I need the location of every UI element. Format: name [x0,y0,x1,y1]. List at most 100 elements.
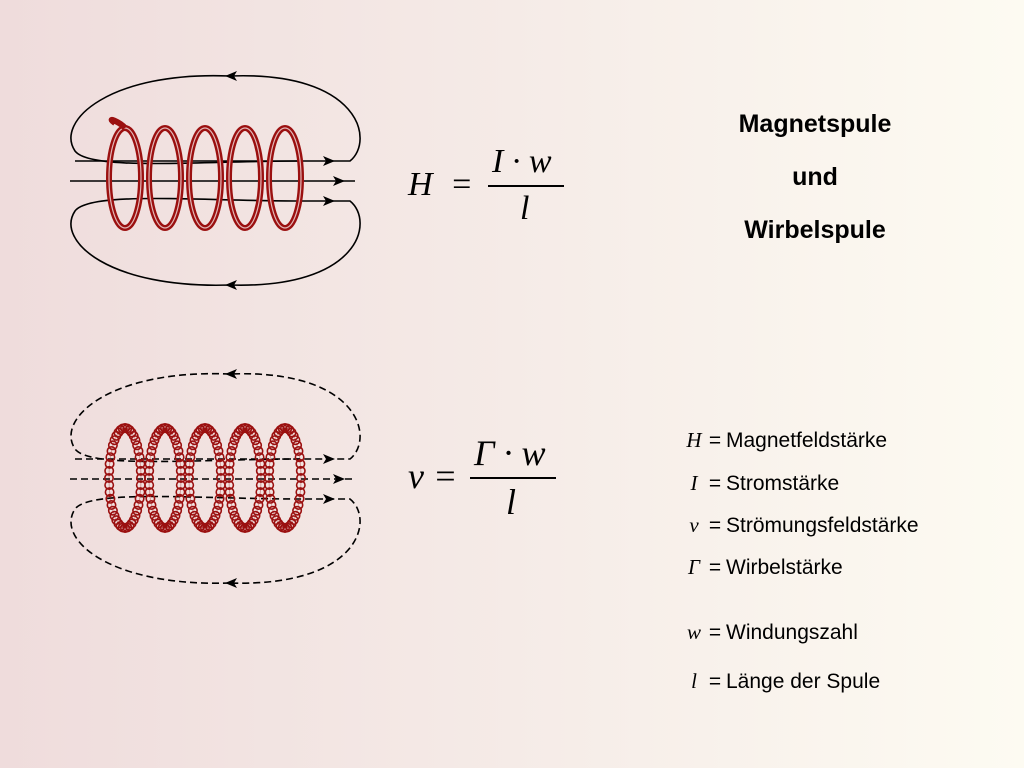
vortex-curl [224,480,235,491]
vortex-curl [175,487,186,498]
vortex-curl [293,499,304,510]
vortex-curl [147,505,158,516]
vortex-curl [107,440,118,451]
coil-winding-highlight [148,127,182,229]
field-line [70,74,361,165]
vortex-curl [189,510,200,521]
vortex-curl [105,452,116,463]
vortex-curl [290,435,301,446]
vortex-curl [254,493,265,504]
coil-winding-highlight [228,127,262,229]
title-line-1: Magnetspule [738,110,892,138]
legend-item: Γ=Wirbelstärke [688,555,843,579]
arrow-left-icon [225,369,237,379]
arrow-right-icon [323,196,335,206]
vortex-curl [265,452,276,463]
formula-vortex-denominator: l [506,482,517,522]
vortex-curl [227,440,238,451]
vortex-curl [292,505,303,516]
vortex-curl [214,493,225,504]
vortex-curl [254,452,265,463]
arrow-left-icon [225,71,237,81]
vortex-curl [149,510,160,521]
title-line-2: und [792,163,838,191]
vortex-curl [144,458,155,469]
vortex-curl [184,487,195,498]
vortex-curl [146,499,157,510]
vortex-curl [215,487,226,498]
arrow-right-icon [323,156,335,166]
coil-winding-highlight [268,127,302,229]
vortex-curl [146,445,157,456]
vortex-curl [253,499,264,510]
arrow-right-icon [323,494,335,504]
vortex-curl [214,452,225,463]
vortex-curl [295,465,306,476]
vortex-curl [212,505,223,516]
vortex-curl [184,458,195,469]
formula-vortex-lhs: v [408,456,424,496]
vortex-curl [104,472,115,483]
vortex-curl [185,493,196,504]
vortex-curl [197,423,208,434]
vortex-curl [184,480,195,491]
legend-item: w=Windungszahl [686,620,858,644]
vortex-curl [252,505,263,516]
vortex-curl [186,445,197,456]
vortex-curl [224,465,235,476]
vortex-curl [132,440,143,451]
vortex-curl [275,424,286,435]
vortex-curl [133,499,144,510]
vortex-curl [266,499,277,510]
vortex-curl [293,445,304,456]
arrow-left-icon [225,280,237,290]
vortex-curl [294,493,305,504]
vortex-curl [255,487,266,498]
vortex-curl [135,458,146,469]
vortex-curl [144,480,155,491]
field-line [70,197,361,286]
vortex-curl [295,472,306,483]
vortex-curl [264,465,275,476]
vortex-curl [267,440,278,451]
vortex-curl [215,458,226,469]
vortex-curl [104,487,115,498]
vortex-curl [266,445,277,456]
vortex-curl [224,458,235,469]
vortex-curl [104,480,115,491]
vortex-curl [295,487,306,498]
vortex-curl [226,499,237,510]
vortex-curl [184,465,195,476]
vortex-curl [134,493,145,504]
vortex-curl [225,493,236,504]
vortex-curl [265,493,276,504]
vortex-curl [212,440,223,451]
vortex-curl [269,510,280,521]
vortex-curl [224,487,235,498]
vortex-curl [224,472,235,483]
vortex-curl [264,480,275,491]
legend-item: I=Stromstärke [690,471,840,495]
vortex-curl [185,452,196,463]
vortex-curl [115,424,126,435]
vortex-curl [225,452,236,463]
magnet-coil-diagram [70,71,361,290]
vortex-curl [172,505,183,516]
vortex-curl [144,465,155,476]
vortex-curl [172,440,183,451]
vortex-curl [186,499,197,510]
vortex-curl [263,472,274,483]
vortex-curl [173,499,184,510]
vortex-curl [133,445,144,456]
formula-magnet-lhs: H [408,166,433,203]
coil-lead [108,116,128,131]
vortex-curl [227,505,238,516]
vortex-curl [155,424,166,435]
vortex-curl [267,505,278,516]
vortex-curl [106,445,117,456]
formula-magnet-denominator: l [520,190,530,227]
vortex-curl [170,435,181,446]
vortex-curl [195,424,206,435]
arrow-right-icon [333,176,345,186]
